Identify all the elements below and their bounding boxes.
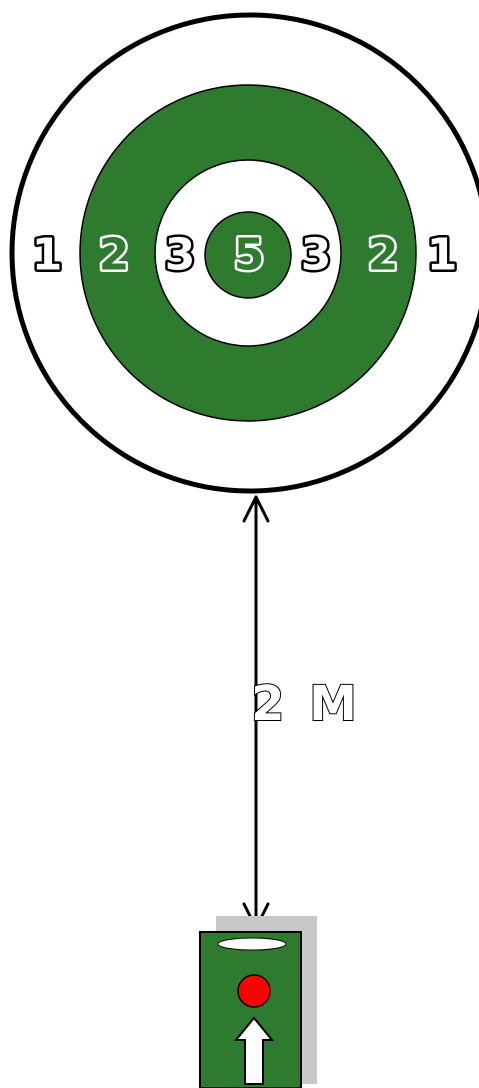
ball-icon [238,975,270,1007]
score-label-left-2: 2 [99,230,130,281]
score-label-right-1: 1 [427,230,458,281]
mat-hole [218,938,286,950]
score-label-center-5: 5 [234,230,265,281]
score-label-right-2: 2 [368,230,399,281]
putting-mat [200,916,317,1088]
score-label-left-3: 3 [165,230,196,281]
score-label-left-1: 1 [32,230,63,281]
score-label-right-3: 3 [301,230,332,281]
distance-label: 2 M [251,676,361,732]
